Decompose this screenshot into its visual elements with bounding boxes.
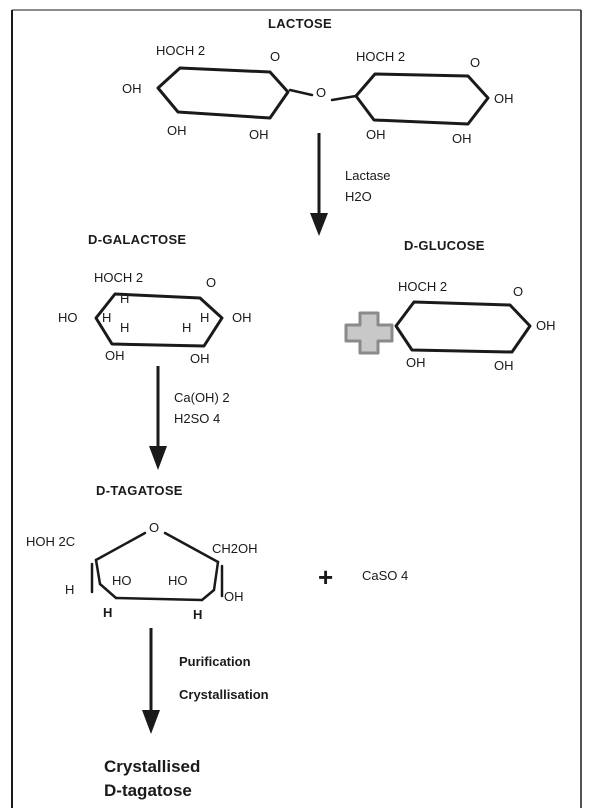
step3-purification: Purification	[179, 654, 251, 669]
tagatose-bond-br	[200, 588, 216, 602]
tagatose-title: D-TAGATOSE	[96, 483, 183, 498]
lactose-bridge-o: O	[316, 85, 327, 100]
glucose-title: D-GLUCOSE	[404, 238, 485, 253]
tagatose-ho-2: HO	[168, 573, 188, 588]
tagatose-h-br: H	[193, 607, 203, 622]
lactose-left-oh: OH	[122, 81, 142, 96]
galactose-ho-left: HO	[58, 310, 78, 325]
lactose-left-ch2oh: HOCH 2	[156, 43, 206, 58]
tagatose-bond-bottom	[114, 596, 204, 602]
lactose-left-oh-bl: OH	[167, 123, 187, 138]
bridge-bond-left	[288, 88, 314, 97]
glucose-ch2oh: HOCH 2	[398, 279, 448, 294]
lactose-right-ring	[354, 72, 490, 126]
lactose-right-oh-br: OH	[452, 131, 472, 146]
tagatose-bond-bl	[98, 582, 118, 600]
step2-reagent-h2so4: H2SO 4	[174, 411, 221, 426]
lactose-left-ring	[156, 66, 290, 120]
final-product-line2: D-tagatose	[104, 781, 192, 800]
byproduct-plus-sign: +	[318, 562, 334, 592]
tagatose-bond-o-left	[94, 531, 147, 562]
glucose-ring-o: O	[513, 284, 524, 299]
glucose-oh-bl: OH	[406, 355, 426, 370]
galactose-oh-bl: OH	[105, 348, 125, 363]
galactose-h-right: H	[200, 310, 210, 325]
final-product-line1: Crystallised	[104, 757, 201, 776]
glucose-ring	[394, 300, 532, 354]
lactose-left-ring-o: O	[270, 49, 281, 64]
tagatose-hoh2c: HOH 2C	[26, 534, 76, 549]
galactose-h-left: H	[102, 310, 112, 325]
tagatose-h-bl: H	[103, 605, 113, 620]
tagatose-oh: OH	[224, 589, 244, 604]
tagatose-bond-right	[212, 560, 220, 592]
tagatose-bond-o-right	[163, 531, 220, 564]
galactose-h-top: H	[120, 291, 130, 306]
galactose-ring	[94, 292, 224, 348]
arrow-1-head	[310, 213, 328, 236]
lactose-right-ring-o: O	[470, 55, 481, 70]
tagatose-ring-o: O	[149, 520, 160, 535]
step2-reagent-caoh2: Ca(OH) 2	[174, 390, 230, 405]
lactose-right-oh: OH	[494, 91, 514, 106]
step1-reagent-water: H2O	[345, 189, 372, 204]
lactose-left-oh-br: OH	[249, 127, 269, 142]
tagatose-h-left: H	[65, 582, 75, 597]
glucose-oh-right: OH	[536, 318, 556, 333]
galactose-title: D-GALACTOSE	[88, 232, 187, 247]
galactose-oh-right: OH	[232, 310, 252, 325]
bridge-bond-right	[330, 94, 358, 102]
arrow-3-head	[142, 710, 160, 734]
galactose-oh-br: OH	[190, 351, 210, 366]
plus-icon	[344, 311, 394, 355]
tagatose-bond-left	[94, 558, 102, 586]
galactose-h-inner-right: H	[182, 320, 192, 335]
step1-reagent-lactase: Lactase	[345, 168, 391, 183]
byproduct-caso4: CaSO 4	[362, 568, 409, 583]
lactose-right-ch2oh: HOCH 2	[356, 49, 406, 64]
galactose-ring-o: O	[206, 275, 217, 290]
tagatose-ch2oh: CH2OH	[212, 541, 258, 556]
arrow-2-head	[149, 446, 167, 470]
step3-crystallisation: Crystallisation	[179, 687, 269, 702]
galactose-h-inner-left: H	[120, 320, 130, 335]
lactose-title: LACTOSE	[268, 16, 332, 31]
lactose-right-oh-bl: OH	[366, 127, 386, 142]
glucose-oh-br: OH	[494, 358, 514, 373]
tagatose-ho-1: HO	[112, 573, 132, 588]
galactose-ch2oh: HOCH 2	[94, 270, 144, 285]
